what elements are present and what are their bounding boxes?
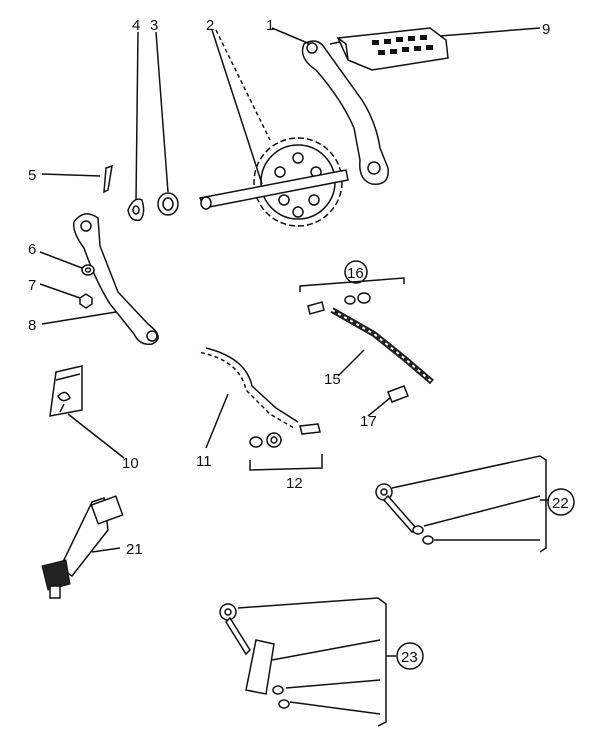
lock-cone bbox=[127, 198, 145, 222]
hub-spindle bbox=[41, 495, 124, 599]
short-chain bbox=[330, 307, 434, 385]
callout-21: 21 bbox=[126, 541, 143, 558]
callout-10: 10 bbox=[122, 455, 139, 472]
callout-22: 22 bbox=[552, 495, 569, 512]
callout-23: 23 bbox=[401, 649, 418, 666]
callout-2: 2 bbox=[206, 17, 214, 34]
pedal bbox=[329, 27, 449, 71]
connecting-link-set bbox=[299, 277, 405, 315]
callout-4: 4 bbox=[132, 17, 140, 34]
chainring-and-spindle bbox=[198, 137, 349, 227]
half-link bbox=[387, 385, 409, 403]
master-link-parts bbox=[249, 423, 321, 448]
leader-lines bbox=[39, 27, 548, 657]
cotter-pin bbox=[103, 164, 113, 194]
callout-9: 9 bbox=[542, 21, 550, 38]
left-crank-arm bbox=[72, 213, 159, 346]
drive-chain bbox=[197, 347, 299, 429]
callout-5: 5 bbox=[28, 167, 36, 184]
callout-labels: 1 2 3 4 5 6 7 8 9 10 11 12 15 16 17 21 2… bbox=[28, 17, 569, 666]
callout-17: 17 bbox=[360, 413, 377, 430]
callout-16: 16 bbox=[347, 265, 364, 282]
callout-1: 1 bbox=[266, 17, 274, 34]
callout-15: 15 bbox=[324, 371, 341, 388]
reflector-bracket-set bbox=[375, 455, 547, 553]
right-crank-arm bbox=[301, 40, 389, 185]
chain-guard-set bbox=[219, 597, 387, 727]
cup-washer bbox=[157, 192, 179, 216]
bracket-12 bbox=[249, 454, 323, 471]
callout-8: 8 bbox=[28, 317, 36, 334]
callout-6: 6 bbox=[28, 241, 36, 258]
crank-nut bbox=[79, 293, 93, 309]
callout-circle-23 bbox=[396, 642, 424, 670]
callout-3: 3 bbox=[150, 17, 158, 34]
callout-circle-16 bbox=[344, 260, 368, 284]
callout-7: 7 bbox=[28, 277, 36, 294]
callout-12: 12 bbox=[286, 475, 303, 492]
crank-washer bbox=[81, 264, 95, 276]
callout-11: 11 bbox=[196, 453, 212, 470]
parts-bag bbox=[49, 365, 83, 417]
callout-circle-22 bbox=[547, 488, 575, 516]
